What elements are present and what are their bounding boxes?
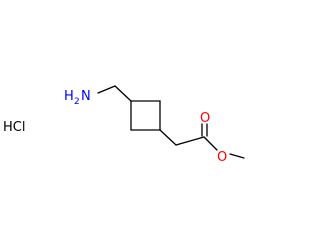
skeleton-bonds <box>97 85 245 159</box>
bond-carbonyl-ester-o <box>203 136 218 151</box>
bond-ch2-ring <box>114 85 132 102</box>
bond-ester-o-methyl <box>229 153 245 159</box>
bond-ring-ch2 <box>159 129 177 146</box>
chemical-structure: H 2 N O O HCl <box>3 85 245 165</box>
hydrochloride-label: HCl <box>3 120 25 135</box>
amine-hydrogen: H <box>64 89 74 104</box>
ester-oxygen: O <box>217 150 227 165</box>
bond-n-ch2 <box>97 85 116 94</box>
bond-ch2-carbonyl <box>175 136 205 146</box>
amine-hydrogen-count: 2 <box>74 97 80 107</box>
carbonyl-oxygen: O <box>200 111 210 126</box>
amine-label: H 2 N <box>64 89 91 107</box>
amine-nitrogen: N <box>81 89 91 104</box>
